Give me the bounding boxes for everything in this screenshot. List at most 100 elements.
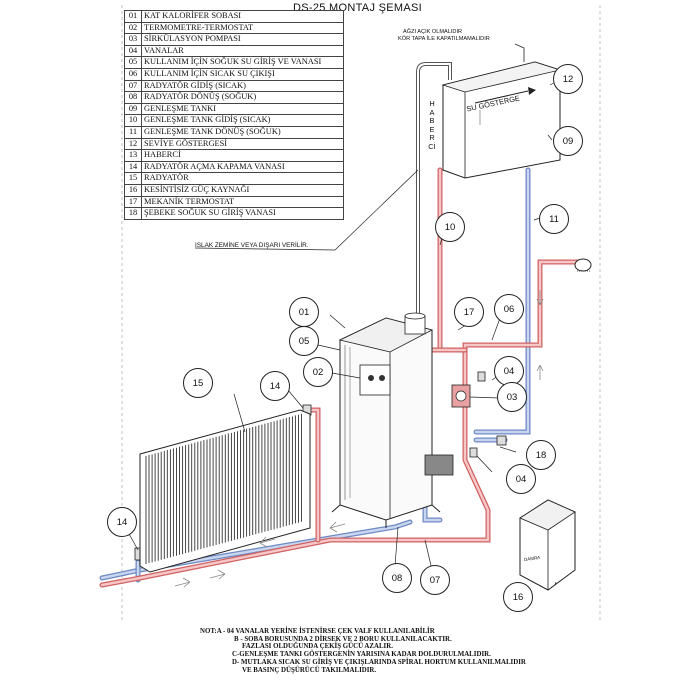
callout-16: 16	[503, 582, 533, 612]
radiator-fin	[237, 430, 241, 540]
note-line: VE BASINÇ DÜŞÜRÜCÜ TAKILMALIDIR.	[242, 666, 377, 674]
callout-14b: 14	[107, 507, 137, 537]
radiator-fin	[224, 433, 229, 543]
legend-label: RADYATÖR AÇMA KAPAMA VANASI	[141, 160, 344, 174]
overflow-pipe	[416, 43, 525, 330]
legend-number: 14	[124, 160, 142, 174]
radiator-fin	[157, 451, 162, 561]
shower-head-icon	[574, 258, 592, 272]
callout-14a: 14	[260, 371, 290, 401]
note-line: FAZLASI OLDUĞUNDA ÇEKİŞ GÜCÜ AZALIR.	[242, 643, 393, 651]
radiator-fin	[218, 435, 223, 545]
radiator-fin	[182, 445, 187, 555]
legend-number: 02	[124, 21, 142, 35]
drain-note: ISLAK ZEMİNE VEYA DIŞARI VERİLİR.	[195, 242, 309, 249]
radiator-fin	[151, 453, 156, 563]
legend-label: RADYATÖR DÖNÜŞ (SOĞUK)	[141, 91, 344, 104]
callout-04b: 04	[506, 464, 536, 494]
legend-number: 18	[124, 207, 142, 220]
vent-note-line2: KÖR TAPA İLE KAPATILMAMALIDIR	[398, 36, 490, 42]
radiator-fin	[255, 425, 260, 535]
legend-number: 17	[124, 195, 142, 209]
callout-17: 17	[454, 297, 484, 327]
radiator-fin	[279, 418, 284, 528]
radiator-fin	[298, 413, 302, 523]
flow-arrows	[174, 110, 544, 588]
legend-label: RADYATÖR GİDİŞ (SICAK)	[141, 79, 344, 93]
legend-number: 08	[124, 91, 142, 104]
radiator-fin	[169, 448, 174, 558]
legend-label: KAT KALORİFER SOBASI	[141, 10, 344, 23]
radiator-fin	[145, 455, 150, 564]
legend-number: 16	[124, 183, 142, 197]
callout-05: 05	[289, 326, 319, 356]
note-line: C-GENLEŞME TANKI GÖSTERGENİN YARISINA KA…	[232, 651, 491, 659]
legend-number: 07	[124, 79, 142, 93]
legend-label: ŞEBEKE SOĞUK SU GİRİŞ VANASI	[141, 207, 344, 220]
ups-device	[519, 499, 576, 591]
legend-number: 05	[124, 56, 142, 69]
radiator-fin	[243, 428, 248, 538]
arrow-icon	[474, 90, 529, 104]
radiator-fin	[194, 441, 199, 551]
callout-12: 12	[553, 64, 583, 94]
note-line: D- MUTLAKA SICAK SU GİRİŞ VE ÇIKIŞLARIND…	[232, 658, 526, 666]
legend-label: KULLANIM İÇİN SOĞUK SU GİRİŞ VE VANASI	[141, 56, 344, 69]
valve-icon	[477, 371, 486, 382]
radiator-fin	[273, 420, 278, 530]
radiator-fin	[163, 450, 168, 560]
legend-number: 13	[124, 149, 142, 162]
thermometer-dial-icon	[368, 375, 374, 381]
callout-08: 08	[382, 563, 412, 593]
thermostat-dial-icon	[379, 375, 385, 381]
note-line: B - SOBA BORUSUNDA 2 DİRSEK VE 2 BORU KU…	[234, 635, 452, 643]
legend-label: KESİNTİSİZ GÜÇ KAYNAĞI	[141, 183, 344, 197]
haberci-label: HABERCİ	[428, 99, 436, 151]
callout-07: 07	[420, 565, 450, 595]
expansion-tank	[441, 61, 562, 179]
radiator-fin	[206, 438, 211, 548]
valve-icon	[496, 435, 507, 446]
radiator-fin	[285, 417, 290, 527]
stove-door	[424, 454, 454, 476]
legend-label: TERMOMETRE-TERMOSTAT	[141, 21, 344, 35]
legend-label: GENLEŞME TANK GİDİŞ (SICAK)	[141, 114, 344, 127]
callout-06: 06	[494, 294, 524, 324]
radiator-fin	[200, 440, 205, 550]
legend-number: 06	[124, 67, 142, 81]
legend-label: MEKANİK TERMOSTAT	[141, 195, 344, 209]
legend-number: 03	[124, 33, 142, 46]
radiator-fin	[267, 422, 272, 531]
radiator	[139, 409, 311, 573]
valve-icon	[469, 447, 478, 458]
legend-number: 15	[124, 172, 142, 185]
radiator-fin	[188, 443, 193, 553]
radiator-fin	[249, 426, 254, 536]
legend-number: 10	[124, 114, 142, 127]
callout-11: 11	[539, 204, 569, 234]
legend-number: 11	[124, 125, 142, 139]
legend-number: 09	[124, 102, 142, 116]
note-line: NOT:A - 04 VANALAR YERİNE İSTENİRSE ÇEK …	[200, 628, 435, 635]
legend-number: 04	[124, 44, 142, 58]
legend-label: SİRKÜLASYON POMPASI	[141, 33, 344, 46]
legend-label: HABERCİ	[141, 149, 344, 162]
